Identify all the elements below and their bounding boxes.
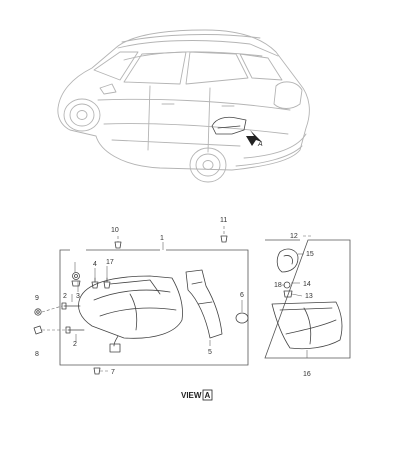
callout-12: 12	[290, 233, 298, 240]
callout-2-upper: 2	[63, 293, 67, 300]
callout-3: 3	[76, 293, 80, 300]
callout-11: 11	[220, 217, 227, 224]
callout-8: 8	[35, 351, 39, 358]
callout-7: 7	[111, 369, 115, 376]
nut-8	[33, 325, 43, 335]
screws	[61, 302, 85, 334]
callout-13: 13	[305, 293, 313, 300]
view-arrow-icon	[246, 130, 262, 146]
callout-numbers: 1 2 2 3 4 5 6 7 8 9 10 11 12 13 14 15 16…	[35, 217, 314, 378]
lamp-assembly-box	[59, 249, 249, 366]
clips	[93, 235, 228, 375]
wire-connector	[109, 335, 121, 353]
callout-6: 6	[240, 292, 244, 299]
garnish-assembly-box	[264, 239, 351, 359]
leader-lines-left	[41, 226, 243, 372]
callout-2-lower: 2	[73, 341, 77, 348]
tail-lamp-housing	[78, 275, 183, 339]
rear-garnish-lens	[271, 301, 343, 350]
callout-1: 1	[160, 235, 164, 242]
callout-4: 4	[93, 261, 97, 268]
bulb-cover	[276, 248, 299, 273]
car-illustration: A	[57, 29, 310, 183]
callout-5: 5	[208, 349, 212, 356]
lamp-garnish	[185, 269, 223, 339]
callout-15: 15	[306, 251, 314, 258]
callout-18: 18	[274, 282, 282, 289]
bulb-socket	[71, 272, 81, 287]
callout-10: 10	[111, 227, 119, 234]
callout-14: 14	[303, 281, 311, 288]
leader-lines-right	[282, 235, 312, 358]
view-label-text: VIEW	[181, 391, 202, 400]
view-letter-box	[202, 389, 213, 401]
bulbs	[91, 277, 111, 289]
callout-17: 17	[106, 259, 114, 266]
view-label: VIEW A	[181, 389, 213, 401]
callout-16: 16	[303, 371, 311, 378]
callout-9: 9	[35, 295, 39, 302]
car-view-marker: A	[257, 141, 263, 148]
view-label-letter: A	[205, 391, 211, 400]
lamp-pad	[235, 312, 249, 324]
nut-9	[34, 308, 42, 316]
